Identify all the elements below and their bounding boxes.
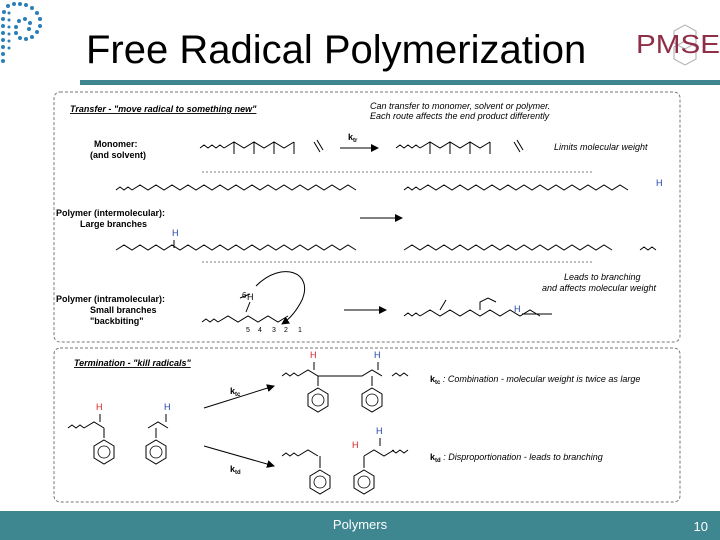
- intra-h: H: [247, 292, 254, 302]
- intra-sublabel-1: Small branches: [90, 305, 157, 315]
- inter-chain-top-left: [115, 184, 357, 191]
- disproportionation-product-2: [363, 438, 409, 468]
- page-number: 10: [693, 519, 708, 534]
- disp-ring-1-inner: [313, 475, 327, 489]
- reactant-radical-1: [67, 414, 105, 438]
- inter-chain-bottom-left: [115, 240, 357, 251]
- disp-h-2: H: [376, 426, 383, 436]
- intra-product-chain: [403, 297, 552, 317]
- reactant-ring-2: [145, 439, 167, 465]
- pos-5: 5: [246, 327, 250, 334]
- inter-h-left: H: [172, 228, 179, 238]
- branching-note-1: Leads to branching: [564, 272, 641, 282]
- combination-note: ktc : Combination - molecular weight is …: [430, 374, 640, 386]
- combination-product: [281, 362, 409, 386]
- k-td-label: ktd: [230, 464, 241, 476]
- disp-ring-2: [353, 469, 375, 495]
- comb-ring-2-inner: [365, 393, 379, 407]
- footer-bar: Polymers 10: [0, 511, 720, 540]
- comb-h-1: H: [310, 350, 317, 360]
- vinyl-product: [513, 139, 524, 153]
- monomer-sublabel: (and solvent): [90, 150, 146, 160]
- comb-ring-1: [307, 387, 329, 413]
- logo-icon: [1, 2, 42, 63]
- page-title: Free Radical Polymerization: [86, 28, 587, 72]
- disproportionation-product-1: [281, 449, 321, 468]
- inter-chain-top-right: [403, 184, 629, 191]
- disproportionation-note: ktd : Disproportionation - leads to bran…: [430, 452, 603, 464]
- polymerization-diagram: Transfer - "move radical to something ne…: [53, 91, 681, 503]
- disp-ring-1: [309, 469, 331, 495]
- vinyl-monomer: [313, 139, 324, 153]
- transfer-note-2: Each route affects the end product diffe…: [370, 111, 550, 121]
- backbiting-chain: [201, 293, 289, 323]
- six-label: 6: [242, 291, 247, 300]
- k-tr-label: ktr: [348, 132, 358, 144]
- termination-panel: [53, 347, 681, 503]
- footer-label: Polymers: [332, 517, 388, 532]
- title-rule: [80, 80, 720, 85]
- comb-ring-1-inner: [311, 393, 325, 407]
- inter-h-right: H: [656, 178, 663, 188]
- disproportionation-arrow: [203, 445, 275, 468]
- pos-3: 3: [272, 327, 276, 334]
- reactant-ring-2-inner: [149, 445, 163, 459]
- reactant-radical-2: [147, 414, 169, 438]
- reactant-ring-1: [93, 439, 115, 465]
- k-tc-label: ktc: [230, 386, 241, 398]
- pmse-logo: PMSE: [636, 24, 720, 66]
- combination-arrow: [203, 384, 275, 409]
- transfer-heading: Transfer - "move radical to something ne…: [70, 104, 257, 114]
- monomer-chain-left: [199, 141, 295, 154]
- intra-sublabel-2: "backbiting": [90, 316, 144, 326]
- term-h-left: H: [96, 402, 103, 412]
- inter-sublabel: Large branches: [80, 219, 147, 229]
- pos-2: 2: [284, 327, 288, 334]
- transfer-panel: [53, 91, 681, 343]
- term-h-left-2: H: [164, 402, 171, 412]
- branching-note-2: and affects molecular weight: [542, 283, 657, 293]
- pmse-logo-text: PMSE: [636, 29, 720, 59]
- monomer-label: Monomer:: [94, 139, 138, 149]
- backbiting-arrow: [255, 271, 305, 325]
- intra-label: Polymer (intramolecular):: [56, 294, 165, 304]
- intra-product-h: H: [514, 304, 521, 314]
- termination-heading: Termination - "kill radicals": [74, 358, 191, 368]
- pos-4: 4: [258, 327, 262, 334]
- disp-h-1: H: [352, 440, 359, 450]
- limits-note: Limits molecular weight: [554, 142, 648, 152]
- pos-1: 1: [298, 327, 302, 334]
- disp-ring-2-inner: [357, 475, 371, 489]
- comb-h-2: H: [374, 350, 381, 360]
- comb-ring-2: [361, 387, 383, 413]
- monomer-chain-right: [395, 141, 491, 154]
- reactant-ring-1-inner: [97, 445, 111, 459]
- transfer-note-1: Can transfer to monomer, solvent or poly…: [370, 101, 550, 111]
- inter-chain-bottom-right: [403, 244, 657, 251]
- inter-label: Polymer (intermolecular):: [56, 208, 165, 218]
